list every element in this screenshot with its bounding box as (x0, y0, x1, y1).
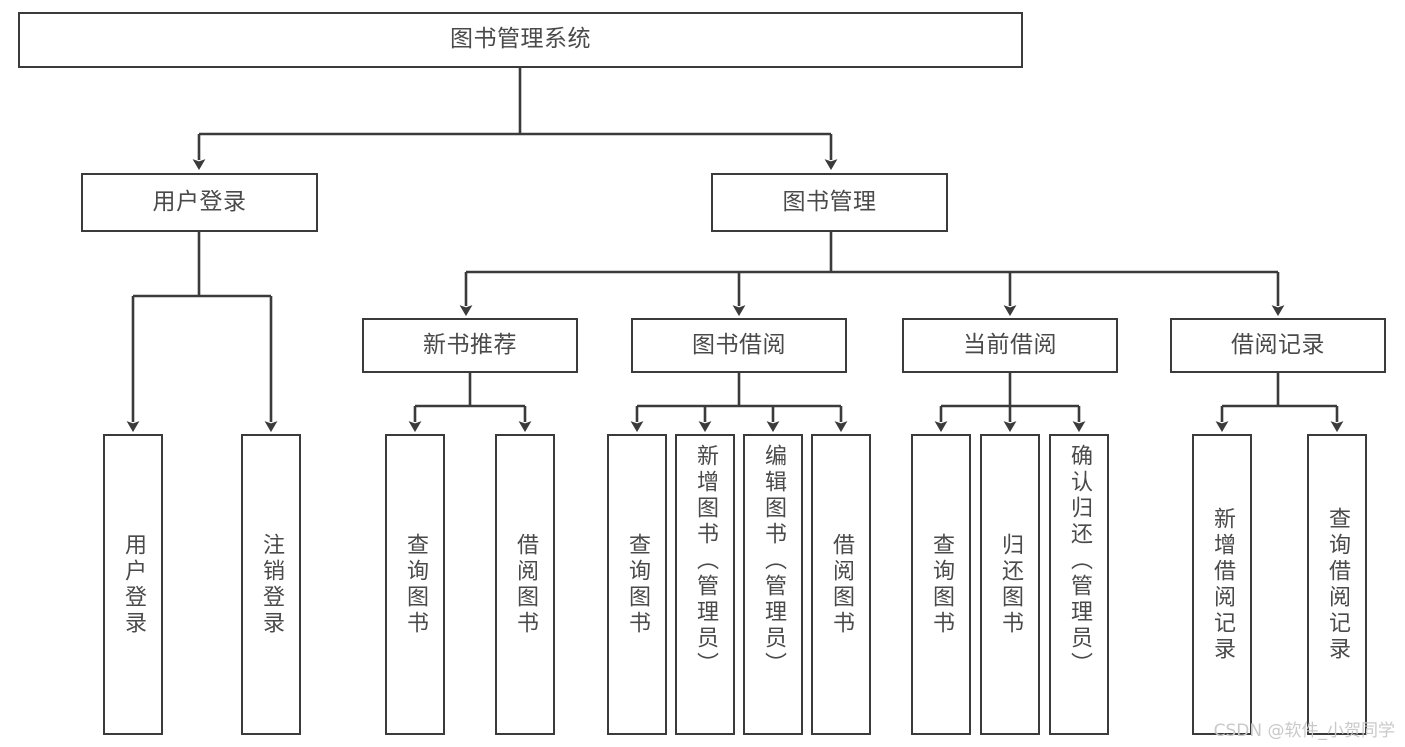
leaf-borrow-record-add-record[interactable]: 新增借阅记录 (1192, 434, 1252, 735)
leaf-borrow-record-query-record[interactable]: 查询借阅记录 (1307, 434, 1367, 735)
node-label: 图书借阅 (692, 331, 786, 358)
node-label: 查询图书 (929, 532, 954, 637)
node-label: 借阅记录 (1231, 331, 1325, 358)
node-borrow-record[interactable]: 借阅记录 (1170, 318, 1386, 373)
node-label: 当前借阅 (963, 331, 1057, 358)
node-label: 新增借阅记录 (1210, 506, 1235, 663)
leaf-book-borrow-borrow-book[interactable]: 借阅图书 (811, 434, 871, 735)
leaf-new-book-borrow-book[interactable]: 借阅图书 (495, 434, 555, 735)
csdn-watermark: CSDN @软件_小贺同学 (1213, 721, 1395, 741)
node-label: 归还图书 (998, 532, 1023, 637)
leaf-new-book-query-book[interactable]: 查询图书 (385, 434, 445, 735)
node-root-book-management-system[interactable]: 图书管理系统 (18, 12, 1023, 68)
node-label: 注销登录 (259, 532, 284, 637)
node-new-book-recommend[interactable]: 新书推荐 (362, 318, 578, 373)
node-label: 图书管理系统 (450, 26, 591, 53)
node-book-management[interactable]: 图书管理 (711, 173, 948, 232)
node-label: 查询图书 (403, 532, 428, 637)
node-book-borrow[interactable]: 图书借阅 (631, 318, 847, 373)
leaf-current-borrow-confirm-return-admin[interactable]: 确认归还（管理员） (1049, 434, 1109, 735)
node-label: 借阅图书 (513, 532, 538, 637)
node-label: 查询借阅记录 (1325, 506, 1350, 663)
leaf-book-borrow-edit-book-admin[interactable]: 编辑图书（管理员） (743, 434, 803, 735)
leaf-book-borrow-query-book[interactable]: 查询图书 (607, 434, 667, 735)
node-label: 借阅图书 (829, 532, 854, 637)
leaf-user-login-logout[interactable]: 注销登录 (241, 434, 301, 735)
leaf-current-borrow-query-book[interactable]: 查询图书 (911, 434, 971, 735)
node-label: 查询图书 (625, 532, 650, 637)
node-label: 新增图书（管理员） (693, 444, 718, 678)
node-label: 新书推荐 (423, 331, 517, 358)
node-current-borrow[interactable]: 当前借阅 (902, 318, 1118, 373)
leaf-current-borrow-return-book[interactable]: 归还图书 (980, 434, 1040, 735)
node-label: 编辑图书（管理员） (761, 444, 786, 678)
node-label: 确认归还（管理员） (1067, 444, 1092, 678)
node-label: 用户登录 (121, 532, 146, 637)
node-user-login[interactable]: 用户登录 (81, 173, 318, 232)
node-label: 用户登录 (152, 188, 247, 215)
node-label: 图书管理 (782, 188, 877, 215)
leaf-book-borrow-add-book-admin[interactable]: 新增图书（管理员） (675, 434, 735, 735)
leaf-user-login-login[interactable]: 用户登录 (103, 434, 163, 735)
